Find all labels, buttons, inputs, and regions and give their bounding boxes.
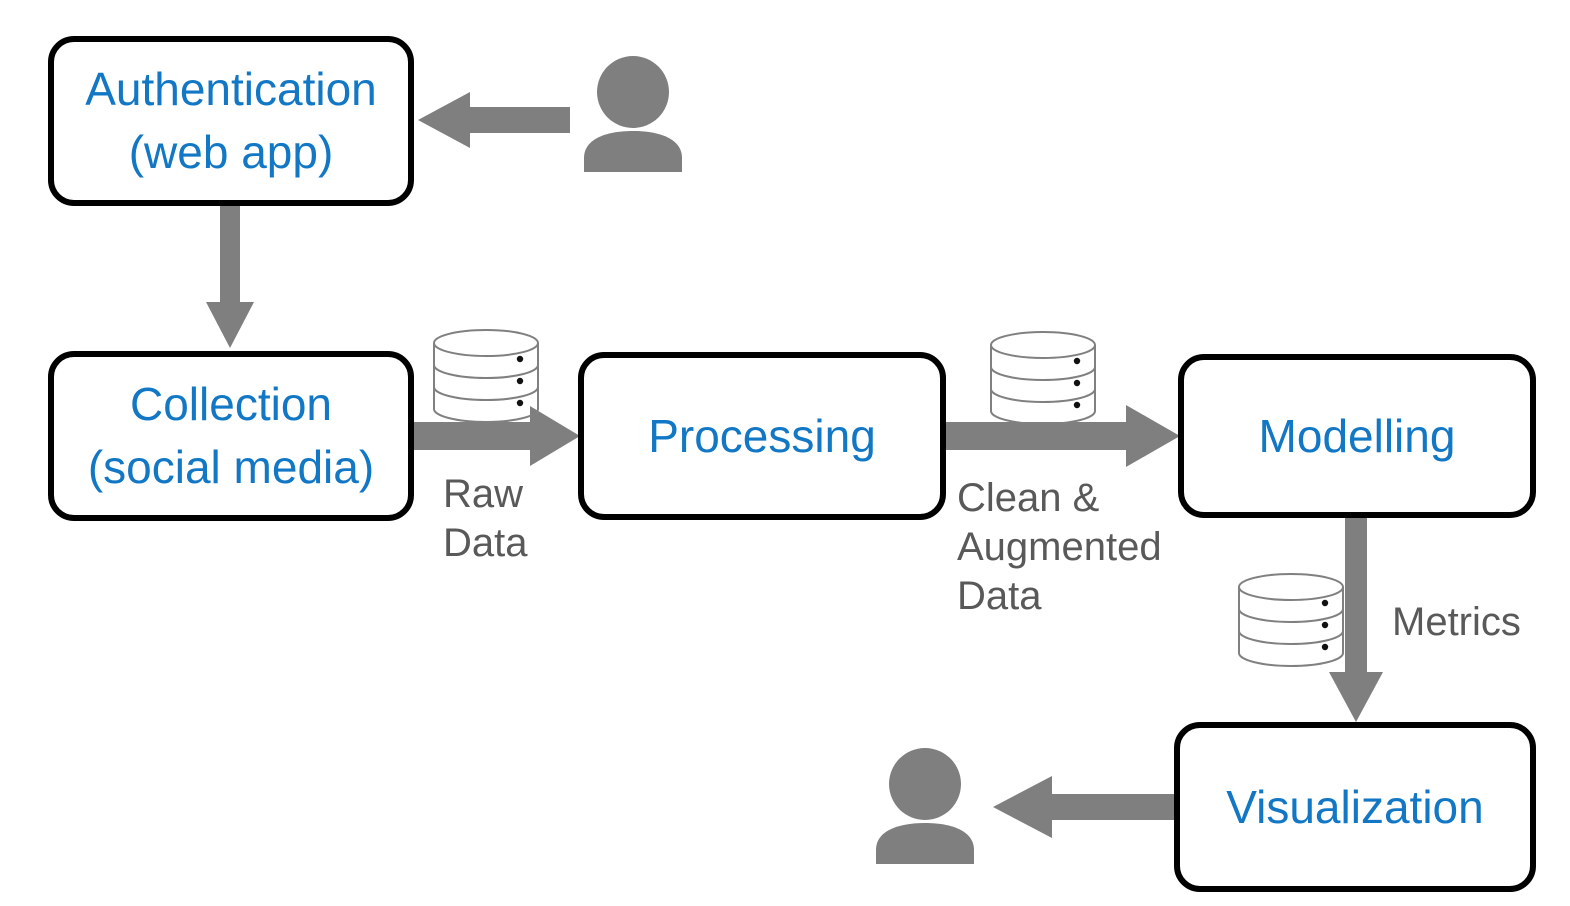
node-modelling-label: Modelling xyxy=(1258,409,1456,462)
node-collection-line2: (social media) xyxy=(87,441,375,493)
edge-label-raw-data: Raw Data xyxy=(443,472,528,565)
node-visualization-label: Visualization xyxy=(1226,780,1484,833)
edge-label-clean-augmented-data: Clean & Augmented Data xyxy=(957,476,1162,618)
arrow-collection-to-processing xyxy=(414,406,580,466)
database-icon xyxy=(990,331,1096,426)
node-modelling[interactable]: Modelling xyxy=(1178,354,1536,518)
database-icon xyxy=(433,329,539,424)
node-collection-line1: Collection xyxy=(130,378,332,431)
node-processing-label: Processing xyxy=(648,409,876,462)
arrow-visualization-to-user xyxy=(993,776,1176,838)
arrow-modelling-to-visualization xyxy=(1329,516,1383,722)
edge-label-metrics: Metrics xyxy=(1392,600,1521,644)
user-person-icon xyxy=(876,748,974,864)
user-person-icon xyxy=(584,56,682,172)
node-authentication-line1: Authentication xyxy=(85,63,377,116)
node-authentication-line2: (web app) xyxy=(128,126,334,178)
arrow-user-to-authentication xyxy=(418,92,570,148)
node-collection[interactable]: Collection (social media) xyxy=(48,351,414,521)
arrow-authentication-to-collection xyxy=(206,206,254,348)
node-processing[interactable]: Processing xyxy=(578,352,946,520)
node-authentication[interactable]: Authentication (web app) xyxy=(48,36,414,206)
arrow-processing-to-modelling xyxy=(944,405,1180,467)
database-icon xyxy=(1238,573,1344,668)
node-visualization[interactable]: Visualization xyxy=(1174,722,1536,892)
